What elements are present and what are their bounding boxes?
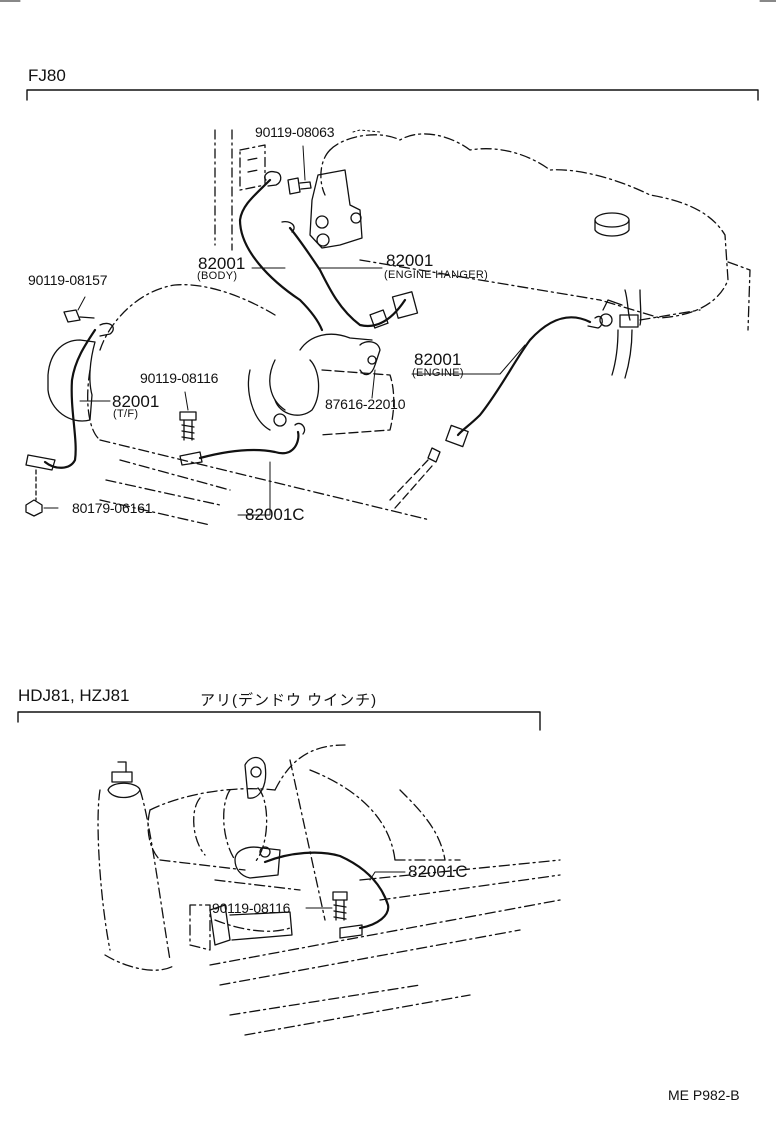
bolt-90119-08063-icon [287, 177, 312, 195]
part-90119-08116-lower: 90119-08116 [212, 900, 291, 916]
part-82001-engine-sub: (ENGINE) [412, 367, 464, 379]
reference-code: ME P982-B [668, 1087, 740, 1103]
part-82001-body: 82001 [198, 254, 246, 273]
transfer-case [87, 284, 431, 526]
winch-parts [209, 756, 293, 946]
part-82001c-lower: 82001C [408, 862, 468, 881]
radiator-cap [594, 212, 630, 237]
hdj81-bracket [17, 711, 541, 731]
strap-82001c [198, 430, 300, 460]
transfer-cover [47, 339, 96, 422]
tf-strap-terminal [25, 454, 56, 471]
frame-mount [107, 761, 141, 799]
leader-lines [43, 129, 526, 516]
strap-connector [391, 291, 419, 319]
body-pillar [214, 129, 266, 251]
bolt-90119-08116-icon [179, 411, 197, 441]
part-82001-engine: 82001 [414, 350, 462, 369]
section-title-fj80: FJ80 [28, 66, 66, 85]
part-87616-22010: 87616-22010 [325, 396, 406, 412]
part-82001-tf-sub: (T/F) [113, 408, 139, 420]
floor-lines [209, 859, 561, 1036]
part-80179-06161: 80179-06161 [72, 500, 153, 516]
part-82001-tf: 82001 [112, 392, 160, 411]
strap-82001c-lower [263, 851, 390, 930]
radiator-hose [611, 289, 642, 379]
bolt-90119-08116-lower-icon [332, 891, 348, 921]
part-82001-engine-hanger: 82001 [386, 251, 434, 270]
part-82001-body-sub: (BODY) [197, 270, 238, 282]
winch-motor [147, 744, 461, 932]
part-90119-08157: 90119-08157 [28, 272, 108, 288]
strap-engine-connector [445, 424, 469, 448]
section-title-hdj81-hzj81: HDJ81, HZJ81 [18, 686, 130, 705]
part-90119-08063: 90119-08063 [255, 124, 335, 140]
hose-clamp [619, 314, 639, 328]
starter-motor [247, 333, 395, 436]
engine-hanger [309, 169, 363, 249]
part-82001c: 82001C [245, 505, 305, 524]
strap-engine-hanger [288, 226, 407, 328]
part-82001-engine-hanger-sub: (ENGINE HANGER) [384, 269, 489, 281]
nut-80179-06161-icon [25, 499, 43, 517]
strap-engine-bolt-icon [599, 313, 613, 327]
strap-engine [456, 316, 592, 437]
strap-body [238, 178, 324, 332]
frame-rail [97, 789, 211, 971]
part-90119-08116: 90119-08116 [140, 370, 219, 386]
section-note-winch: アリ(デンドウ ウインチ) [200, 692, 378, 709]
radiator-tank [320, 133, 751, 331]
bolt-90119-08157-icon [63, 309, 95, 323]
strap-tf [43, 328, 97, 469]
fj80-bracket [26, 89, 759, 101]
leader-lines-lower [305, 871, 406, 909]
